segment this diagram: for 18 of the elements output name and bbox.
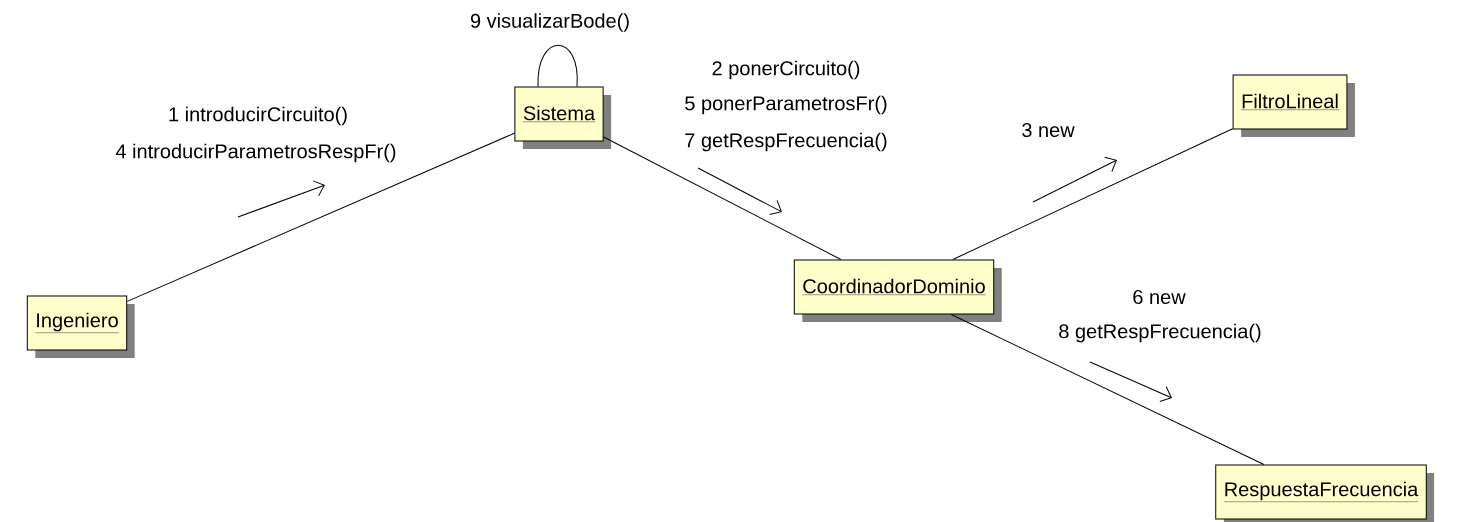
message-label: 5 ponerParametrosFr() [685,95,887,115]
link-line [537,44,578,87]
message-label: 9 visualizarBode() [468,12,632,33]
message-label: 7 getRespFrecuencia() [685,132,887,152]
object-box: CoordinadorDominio [793,259,1002,322]
link-line [126,132,515,302]
message-label: 2 ponerCircuito() [712,60,860,80]
message-label: 3 new [1022,122,1075,138]
object-box: Ingeniero [26,295,135,358]
message-label: 4 introducirParametrosRespFr() [115,143,396,163]
object-box: FiltroLineal [1232,74,1355,137]
message-label: 6 new [1133,289,1186,305]
message-label: 1 introducirCircuito() [169,106,347,126]
object-box: RespuestaFrecuencia [1215,464,1435,522]
link-line [603,136,842,260]
object-box: Sistema [514,86,612,149]
message-label: 8 getRespFrecuencia() [1059,323,1261,343]
link-line [952,128,1234,260]
